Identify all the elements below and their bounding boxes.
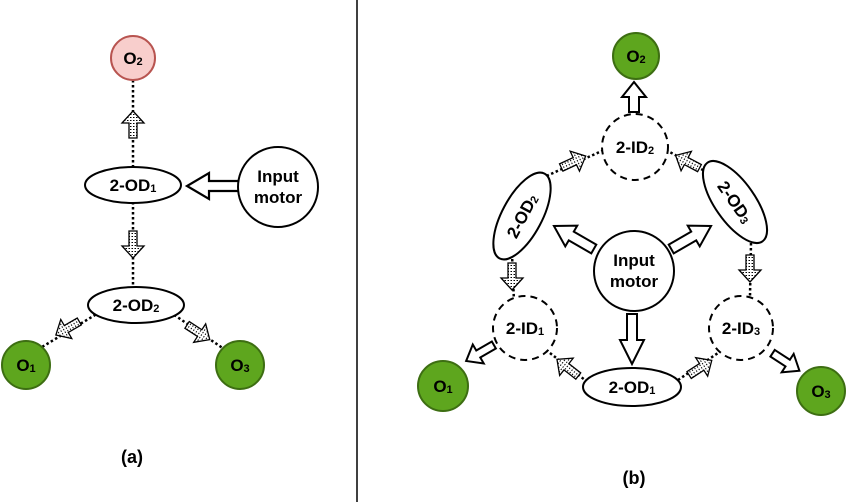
panel-b-arrow-od1-to-id1 (556, 357, 582, 381)
panel-b-arrow-id3-to-o3 (769, 348, 801, 374)
panel-b-arrow-od2-to-id1 (499, 262, 525, 291)
panel-a-caption: (a) (121, 447, 143, 467)
panel-b-output-o1: O1 (417, 360, 469, 412)
panel-b-arrow-id2-to-o2 (619, 80, 649, 113)
svg-text:O2: O2 (123, 49, 142, 68)
svg-text:2-ID3: 2-ID3 (722, 319, 760, 338)
panel-b-caption: (b) (623, 468, 646, 488)
svg-text:O3: O3 (811, 382, 830, 401)
svg-text:Input: Input (257, 167, 299, 186)
panel-a-arrow-to-o1 (55, 317, 83, 340)
svg-text:O3: O3 (230, 356, 249, 375)
panel-b-id3: 2-ID3 (708, 295, 774, 361)
panel-b-arrow-motor-to-od1 (618, 313, 646, 367)
svg-text:2-ID2: 2-ID2 (616, 138, 654, 157)
svg-text:O1: O1 (16, 356, 35, 375)
panel-b-arrow-od3-to-id3 (737, 254, 763, 283)
panel-b-arrow-od1-to-id3 (686, 356, 713, 380)
panel-b-od1: 2-OD1 (582, 367, 682, 407)
panel-a-output-o2: O2 (110, 35, 156, 81)
panel-b-od3: 2-OD3 (701, 160, 769, 244)
panel-a-od2: 2-OD2 (87, 286, 185, 324)
svg-text:O1: O1 (433, 377, 452, 396)
svg-text:Input: Input (613, 251, 655, 270)
panel-a-output-o1: O1 (1, 340, 51, 390)
svg-text:2-OD1: 2-OD1 (110, 176, 157, 195)
panel-b-input-motor: Input motor (593, 230, 675, 312)
panel-a-arrow-to-o2 (120, 110, 146, 139)
svg-text:2-ID1: 2-ID1 (506, 319, 544, 338)
panel-a-dotted-links (41, 80, 225, 351)
panel-b-id1: 2-ID1 (492, 295, 558, 361)
panel-b-arrow-id1-to-o1 (464, 340, 498, 365)
panel-b: 2-ID2 2-ID1 2-ID3 (417, 32, 846, 488)
panel-b-arrow-motor-to-od3 (667, 224, 713, 255)
panel-a-od1: 2-OD1 (84, 166, 182, 204)
panel-b-id2: 2-ID2 (601, 113, 669, 181)
panel-b-arrow-motor-to-od2 (552, 224, 598, 255)
panel-b-output-o2: O2 (612, 32, 660, 80)
panel-b-od2: 2-OD2 (492, 171, 552, 261)
svg-text:2-OD1: 2-OD1 (609, 378, 656, 397)
panel-a-arrow-od1-to-od2 (120, 230, 146, 259)
panel-b-arrow-od3-to-id2 (674, 150, 703, 173)
panel-a: O2 2-OD1 Input motor 2-OD2 O1 O3 (a) (1, 35, 319, 467)
panel-b-output-o3: O3 (796, 366, 846, 416)
svg-text:2-OD2: 2-OD2 (113, 296, 160, 315)
panel-b-arrow-od2-to-id2 (558, 150, 587, 173)
svg-text:motor: motor (254, 188, 303, 207)
svg-text:O2: O2 (626, 47, 645, 66)
panel-a-output-o3: O3 (215, 340, 265, 390)
panel-a-input-motor: Input motor (237, 146, 319, 228)
panel-a-arrow-to-o3 (184, 320, 211, 344)
panel-a-arrow-motor-to-od1 (184, 171, 241, 201)
svg-text:motor: motor (610, 272, 659, 291)
